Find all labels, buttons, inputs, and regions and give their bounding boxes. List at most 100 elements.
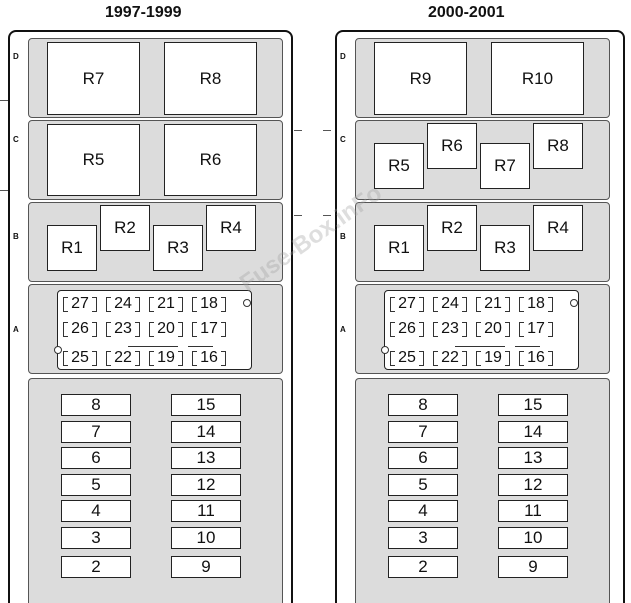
minifuse-20: 20 [476,320,510,337]
fuse-12: 12 [498,474,568,496]
minifuse-24: 24 [106,295,140,312]
row-label-b: B [13,232,19,241]
fuse-panel-2000-2001: D C B A R9 R10 R5 R6 R7 R8 R1 R2 R3 R4 2… [335,30,625,603]
relay-row-d: R7 R8 [28,38,283,118]
row-label-d: D [13,52,19,61]
mounting-hole [570,299,578,307]
fuse-panel-1997-1999: D C B A R7 R8 R5 R6 R1 R2 R3 R4 27 24 21… [8,30,293,603]
fuse-12: 12 [171,474,241,496]
relay-row-b: R1 R2 R3 R4 [355,202,610,282]
fuse-10: 10 [171,527,241,549]
row-label-a: A [340,325,346,334]
fuse-3: 3 [61,527,131,549]
minifuse-21: 21 [149,295,183,312]
relay-r4: R4 [533,205,583,251]
fuse-9: 9 [498,556,568,578]
minifuse-24: 24 [433,295,467,312]
minifuse-23: 23 [106,320,140,337]
fuse-3: 3 [388,527,458,549]
minifuse-17: 17 [192,320,226,337]
relay-r5: R5 [374,143,424,189]
relay-r3: R3 [480,225,530,271]
fuse-5: 5 [61,474,131,496]
fuse-2: 2 [388,556,458,578]
panel-edge-mark [323,215,331,216]
fuse-14: 14 [498,421,568,443]
relay-r10: R10 [491,42,584,115]
relay-r6: R6 [427,123,477,169]
row-label-d: D [340,52,346,61]
fuse-6: 6 [61,447,131,469]
minifuse-27: 27 [390,295,424,312]
fuse-grid: 8 7 6 5 4 3 2 15 14 13 12 11 10 9 [28,378,283,603]
layout-title-2000-2001: 2000-2001 [428,4,505,21]
minifuse-18: 18 [192,295,226,312]
relay-row-b: R1 R2 R3 R4 [28,202,283,282]
fuse-2: 2 [61,556,131,578]
fuse-10: 10 [498,527,568,549]
minifuse-26: 26 [390,320,424,337]
block-tab [455,346,505,347]
row-label-c: C [340,135,346,144]
minifuse-25: 25 [390,349,424,366]
panel-edge-mark [0,190,8,191]
relay-r2: R2 [427,205,477,251]
relay-r1: R1 [47,225,97,271]
fuse-11: 11 [498,500,568,522]
minifuse-21: 21 [476,295,510,312]
fuse-11: 11 [171,500,241,522]
relay-r7: R7 [480,143,530,189]
row-label-c: C [13,135,19,144]
panel-edge-mark [294,215,302,216]
fuse-14: 14 [171,421,241,443]
row-label-b: B [340,232,346,241]
fuse-15: 15 [498,394,568,416]
minifuse-17: 17 [519,320,553,337]
fuse-15: 15 [171,394,241,416]
minifuse-19: 19 [476,349,510,366]
minifuse-26: 26 [63,320,97,337]
fuse-grid: 8 7 6 5 4 3 2 15 14 13 12 11 10 9 [355,378,610,603]
fuse-5: 5 [388,474,458,496]
minifuse-20: 20 [149,320,183,337]
relay-r6: R6 [164,124,257,196]
relay-row-d: R9 R10 [355,38,610,118]
relay-r1: R1 [374,225,424,271]
relay-r3: R3 [153,225,203,271]
mounting-hole [381,346,389,354]
row-label-a: A [13,325,19,334]
minifuse-19: 19 [149,349,183,366]
fuse-4: 4 [388,500,458,522]
fuse-4: 4 [61,500,131,522]
mounting-hole [54,346,62,354]
minifuse-block: 27 24 21 18 26 23 20 17 25 22 19 16 [54,290,252,370]
relay-r8: R8 [164,42,257,115]
block-tab [128,346,178,347]
fuse-7: 7 [61,421,131,443]
relay-r4: R4 [206,205,256,251]
minifuse-25: 25 [63,349,97,366]
minifuse-row-a: 27 24 21 18 26 23 20 17 25 22 19 16 [355,284,610,374]
minifuse-16: 16 [519,349,553,366]
minifuse-16: 16 [192,349,226,366]
fuse-9: 9 [171,556,241,578]
relay-row-c: R5 R6 R7 R8 [355,120,610,200]
fuse-8: 8 [388,394,458,416]
panel-edge-mark [0,100,8,101]
fuse-7: 7 [388,421,458,443]
relay-r9: R9 [374,42,467,115]
minifuse-block: 27 24 21 18 26 23 20 17 25 22 19 16 [381,290,579,370]
minifuse-18: 18 [519,295,553,312]
minifuse-27: 27 [63,295,97,312]
layout-title-1997-1999: 1997-1999 [105,4,182,21]
fuse-13: 13 [171,447,241,469]
relay-r2: R2 [100,205,150,251]
minifuse-22: 22 [106,349,140,366]
fuse-8: 8 [61,394,131,416]
panel-edge-mark [323,130,331,131]
fuse-6: 6 [388,447,458,469]
relay-row-c: R5 R6 [28,120,283,200]
minifuse-row-a: 27 24 21 18 26 23 20 17 25 22 19 16 [28,284,283,374]
mounting-hole [243,299,251,307]
minifuse-23: 23 [433,320,467,337]
